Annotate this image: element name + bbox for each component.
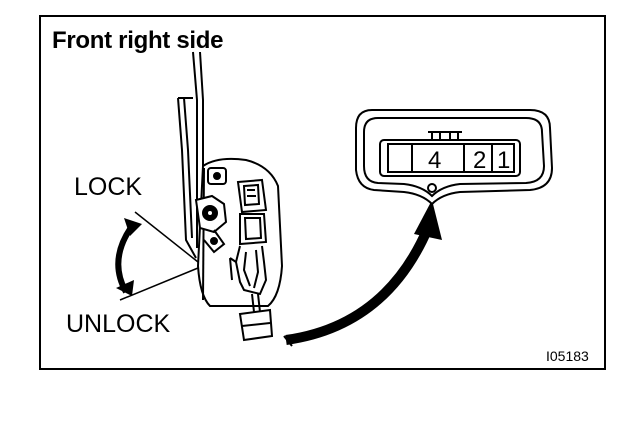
figure-id: I05183 — [546, 348, 589, 364]
diagram-title: Front right side — [52, 27, 224, 54]
connector-pin-label: 1 — [497, 147, 510, 174]
lock-unlock-arrow — [115, 218, 142, 296]
lock-label: LOCK — [74, 173, 143, 201]
door-lock-assembly — [194, 157, 284, 342]
unlock-label: UNLOCK — [66, 310, 171, 338]
pointer-arrow — [283, 200, 442, 347]
lock-unlock-indicator-lines — [119, 211, 199, 301]
connector-pin-label: 4 — [428, 147, 441, 174]
connector-pin-label: 2 — [473, 147, 486, 174]
connector-detail — [355, 109, 554, 206]
diagram-frame — [39, 15, 606, 370]
